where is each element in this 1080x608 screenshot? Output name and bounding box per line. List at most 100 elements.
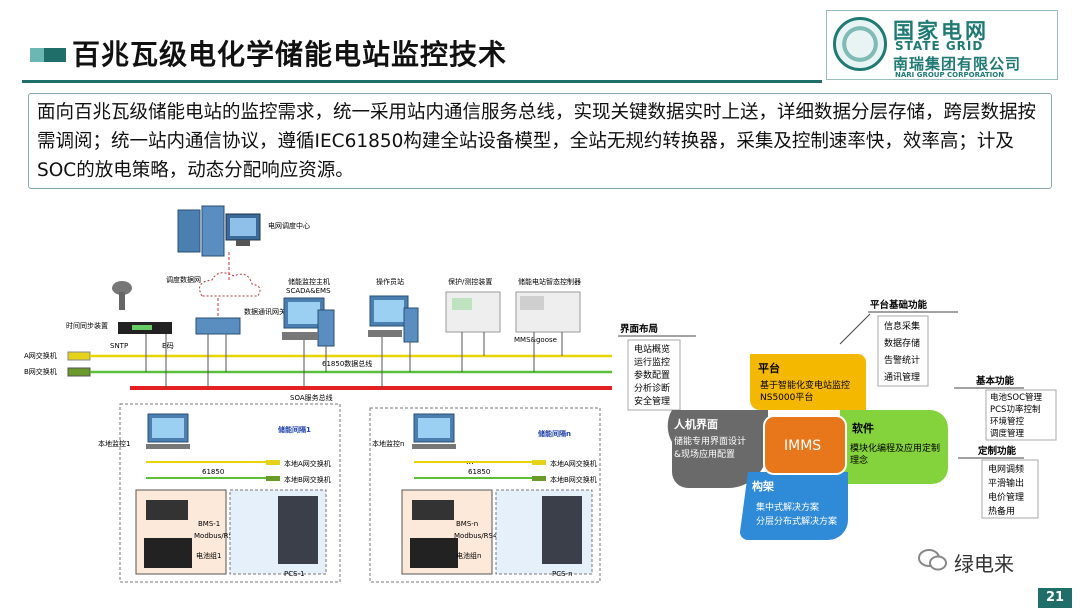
software-desc-2: 理念 bbox=[850, 454, 868, 466]
network-cloud-icon bbox=[199, 272, 261, 297]
imms-center-label: IMMS bbox=[784, 438, 821, 454]
basic-item: 电池SOC管理 bbox=[990, 392, 1043, 403]
logo-sgcc-en: STATE GRID bbox=[895, 39, 984, 53]
ui-layout-box bbox=[627, 339, 681, 411]
monitor-host-label: 储能监控主机 bbox=[288, 277, 330, 286]
platform-title: 平台 bbox=[758, 361, 780, 375]
b-switch-icon bbox=[67, 367, 91, 377]
b-code-label: B码 bbox=[162, 342, 174, 350]
dispatch-network-label: 调度数据网 bbox=[166, 275, 201, 284]
basic-box bbox=[985, 389, 1057, 441]
bay-n-local-monitor-label: 本地监控n bbox=[372, 439, 404, 448]
dispatch-center-servers-icon bbox=[177, 205, 261, 257]
custom-item: 热备用 bbox=[988, 505, 1015, 517]
page-title: 百兆瓦级电化学储能电站监控技术 bbox=[72, 38, 508, 71]
bay-1-label: 储能间隔1 bbox=[277, 425, 311, 434]
bay-n-monitor-icon bbox=[412, 413, 456, 449]
company-logo: 国家电网 STATE GRID 南瑞集团有限公司 NARI GROUP CORP… bbox=[826, 10, 1058, 80]
bay-1-bms-icon bbox=[146, 500, 188, 520]
bay-1-box bbox=[119, 403, 341, 583]
gps-antenna-icon bbox=[112, 281, 132, 310]
operator-station-label: 操作员站 bbox=[376, 277, 404, 286]
bay-1-modbus-label: Modbus/RS485 bbox=[194, 532, 246, 540]
basic-item: 环境管控 bbox=[990, 416, 1025, 427]
platform-basic-item: 数据存储 bbox=[884, 337, 920, 349]
a-switch-icon bbox=[67, 351, 91, 361]
bay-n-modbus-label: Modbus/RS485 bbox=[454, 532, 506, 540]
a-switch-label: A网交换机 bbox=[24, 351, 57, 360]
bay-n-bms-icon bbox=[412, 500, 454, 520]
soa-bus-label: SOA服务总线 bbox=[290, 393, 333, 402]
operator-station-computer-icon bbox=[368, 295, 419, 343]
bay-1-b-switch-icon bbox=[266, 476, 280, 481]
ui-layout-item: 运行监控 bbox=[634, 356, 670, 368]
custom-item: 平滑输出 bbox=[988, 477, 1024, 489]
architecture-petal bbox=[740, 472, 848, 540]
sgcc-emblem-icon bbox=[833, 17, 887, 71]
custom-item: 电网调频 bbox=[988, 463, 1024, 475]
bay-1-bms-label: BMS-1 bbox=[198, 520, 220, 528]
scada-label: SCADA&EMS bbox=[286, 287, 331, 295]
platform-basic-item: 告警统计 bbox=[884, 354, 920, 366]
bay-n-bms-label: BMS-n bbox=[456, 520, 478, 528]
bay-1-b-switch-label: 本地B网交换机 bbox=[284, 475, 331, 484]
comm-gateway-label: 数据通讯网关机 bbox=[244, 307, 293, 316]
logo-sgcc-cn: 国家电网 bbox=[893, 19, 989, 43]
logo-nari-en: NARI GROUP CORPORATION bbox=[895, 71, 1005, 79]
bay-n-battery-label: 电池组n bbox=[456, 551, 481, 560]
software-title: 软件 bbox=[852, 421, 874, 435]
protection-device-icon bbox=[445, 291, 501, 333]
ui-layout-item: 安全管理 bbox=[634, 395, 670, 407]
bay-n-61850-label: 61850 bbox=[468, 468, 490, 476]
protection-label: 保护/测控装置 bbox=[448, 277, 492, 286]
ui-layout-title: 界面布局 bbox=[620, 323, 658, 335]
time-sync-label: 时间同步装置 bbox=[66, 321, 108, 330]
bay-ellipsis: ... bbox=[466, 457, 474, 466]
bay-1-a-switch-label: 本地A网交换机 bbox=[284, 459, 331, 468]
custom-box bbox=[981, 459, 1039, 519]
coordinator-label: 储能电站智态控制器 bbox=[518, 277, 581, 286]
wechat-icon bbox=[918, 549, 947, 571]
bay-n-pcs-label: PCS-n bbox=[552, 570, 573, 578]
bay-n-b-switch-icon bbox=[532, 476, 546, 481]
architecture-desc-1: 集中式解决方案 bbox=[756, 501, 819, 513]
imms-center bbox=[763, 415, 847, 475]
ui-layout-item: 分析诊断 bbox=[634, 382, 670, 394]
bay-n-b-switch-label: 本地B网交换机 bbox=[550, 475, 597, 484]
platform-desc-2: NS5000平台 bbox=[760, 391, 813, 403]
architecture-desc-2: 分层分布式解决方案 bbox=[756, 515, 837, 527]
monitor-host-computer-icon bbox=[282, 297, 335, 347]
hmi-title: 人机界面 bbox=[674, 417, 718, 431]
bay-n-pcs-icon bbox=[542, 496, 582, 564]
custom-title: 定制功能 bbox=[977, 445, 1017, 457]
title-marker-icon bbox=[30, 40, 66, 70]
bay-1-a-switch-icon bbox=[266, 460, 280, 465]
page-number: 21 bbox=[1038, 588, 1072, 608]
bay-n-label: 储能间隔n bbox=[537, 429, 571, 438]
platform-basic-title: 平台基础功能 bbox=[870, 299, 928, 311]
custom-item: 电价管理 bbox=[988, 491, 1024, 503]
bay-1-pcs-icon bbox=[278, 496, 318, 564]
imms-function-diagram: 平台基础功能 信息采集 数据存储 告警统计 通讯管理 界面布局 电站概览 运行监… bbox=[618, 299, 1057, 540]
bay-n-a-switch-label: 本地A网交换机 bbox=[550, 459, 597, 468]
system-architecture-diagram: 电网调度中心 调度数据网 数据通讯网关机 时间同步装置 SNTP B码 储能监控… bbox=[24, 205, 612, 583]
title-divider bbox=[22, 80, 822, 83]
basic-title: 基本功能 bbox=[975, 375, 1015, 387]
ui-layout-item: 参数配置 bbox=[634, 369, 670, 381]
architecture-title: 构架 bbox=[752, 479, 774, 493]
b-switch-label: B网交换机 bbox=[24, 367, 57, 376]
hmi-desc-2: &现场应用配置 bbox=[674, 448, 735, 460]
bay-n-a-switch-icon bbox=[532, 460, 546, 465]
bay-n-battery-icon bbox=[410, 538, 458, 568]
logo-nari-cn: 南瑞集团有限公司 bbox=[893, 55, 1022, 73]
bay-n-box bbox=[369, 407, 601, 583]
software-desc-1: 模块化编程及应用定制 bbox=[850, 442, 940, 454]
bay-1-pcs-label: PCS-1 bbox=[284, 570, 305, 578]
bus-61850-label: 61850数据总线 bbox=[322, 359, 372, 368]
hmi-desc-1: 储能专用界面设计 bbox=[674, 435, 746, 447]
wechat-account-name: 绿电来 bbox=[954, 552, 1014, 576]
comm-gateway-icon bbox=[195, 317, 241, 335]
mms-goose-label: MMS&goose bbox=[514, 336, 557, 344]
sntp-label: SNTP bbox=[110, 342, 128, 350]
bay-1-monitor-icon bbox=[146, 413, 190, 449]
